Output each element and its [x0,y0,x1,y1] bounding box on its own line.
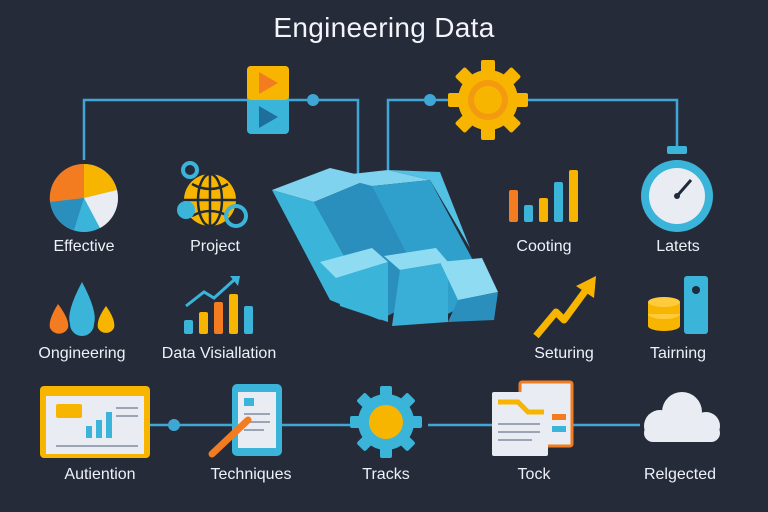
tablet-pen-icon [208,384,282,458]
label-cooting: Cooting [516,238,572,255]
label-autiention: Autiention [64,466,136,483]
page-title: Engineering Data [273,12,495,43]
label-latets: Latets [656,238,700,255]
bar-chart-icon [509,170,578,222]
connector-dot [307,94,319,106]
stacked-blocks-icon [272,168,498,326]
label-effective: Effective [53,238,115,255]
stopwatch-icon [641,146,713,232]
label-tock: Tock [517,466,551,483]
label-ongineering: Ongineering [38,345,126,362]
pie-chart-icon [49,163,118,232]
connector-dot [424,94,436,106]
label-tairning: Tairning [649,345,707,362]
connector-dot [168,419,180,431]
trend-bars-icon [184,276,253,334]
gear-icon [350,386,422,458]
label-tracks: Tracks [362,466,410,483]
label-relgected: Relgected [643,466,717,483]
label-seturing: Seturing [534,345,594,362]
play-media-icon [247,66,289,134]
database-icon [648,276,708,334]
connector-media-hub [289,98,360,180]
label-data-visuallation: Data Visiallation [161,345,277,362]
drops-icon [49,282,115,336]
trend-arrow-icon [533,276,596,339]
label-techniques: Techniques [210,466,292,483]
gear-icon [448,60,528,140]
connector-hub-gear [386,98,448,170]
connector-gear-watch [528,98,679,148]
globe-icon [177,161,248,228]
browser-chart-icon [40,386,150,458]
connector-media-left [82,98,247,160]
label-project: Project [190,238,240,255]
cloud-icon [644,392,720,442]
documents-icon [492,380,574,456]
